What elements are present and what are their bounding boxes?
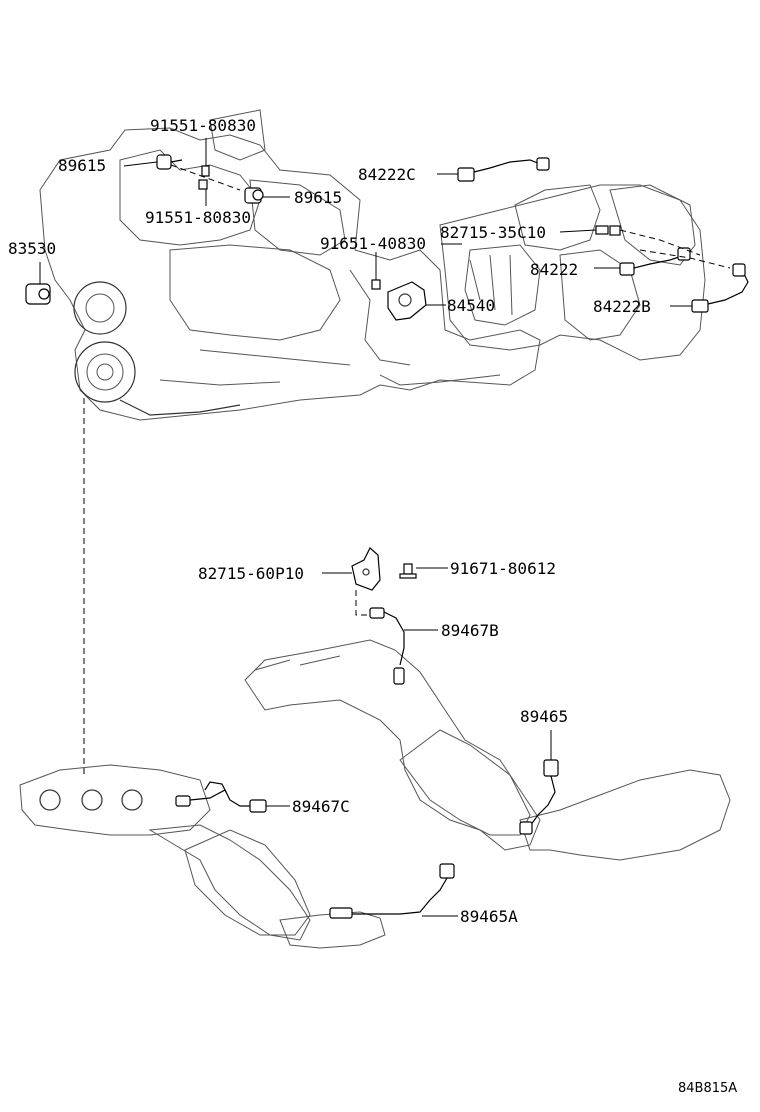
part-89615-left[interactable] xyxy=(156,154,183,170)
label-82715-60P10: 82715-60P10 xyxy=(198,564,304,583)
exhaust-pipe-upper xyxy=(244,639,731,861)
part-89615-right[interactable] xyxy=(244,187,264,204)
label-91651-40830: 91651-40830 xyxy=(320,234,426,253)
part-labels: 91551-80830 89615 89615 91551-80830 8353… xyxy=(8,116,737,1096)
label-84222: 84222 xyxy=(530,260,578,279)
part-83530[interactable] xyxy=(25,283,51,305)
label-89615-left: 89615 xyxy=(58,156,106,175)
bolt-91551-bottom[interactable] xyxy=(198,179,208,190)
part-84540[interactable] xyxy=(387,281,427,321)
label-91551-80830-top: 91551-80830 xyxy=(150,116,256,135)
bolt-91671-80612[interactable] xyxy=(399,563,417,579)
exhaust-manifold-lower xyxy=(19,764,386,949)
label-89467B: 89467B xyxy=(441,621,499,640)
label-82715-35C10: 82715-35C10 xyxy=(440,223,546,242)
part-84222B[interactable] xyxy=(691,263,749,313)
label-89465A: 89465A xyxy=(460,907,518,926)
label-91551-80830-bottom: 91551-80830 xyxy=(145,208,251,227)
label-89465: 89465 xyxy=(520,707,568,726)
bolt-91651-40830[interactable] xyxy=(371,279,381,290)
leader-lines xyxy=(39,138,731,917)
engine-assembly xyxy=(39,109,541,421)
part-89465A[interactable] xyxy=(329,863,455,919)
transmission-assembly xyxy=(379,184,706,386)
label-83530: 83530 xyxy=(8,239,56,258)
bracket-82715-35C10[interactable] xyxy=(595,225,621,236)
label-84222B: 84222B xyxy=(593,297,651,316)
part-84222C[interactable] xyxy=(457,157,550,182)
bolt-91551-top[interactable] xyxy=(201,165,210,177)
diagram-code: 84B815A xyxy=(678,1081,737,1096)
label-89467C: 89467C xyxy=(292,797,350,816)
part-89467B[interactable] xyxy=(369,607,405,685)
part-89467C[interactable] xyxy=(175,781,267,813)
bracket-82715-60P10[interactable] xyxy=(351,547,381,591)
label-91671-80612: 91671-80612 xyxy=(450,559,556,578)
label-89615-right: 89615 xyxy=(294,188,342,207)
label-84540: 84540 xyxy=(447,296,495,315)
label-84222C: 84222C xyxy=(358,165,416,184)
